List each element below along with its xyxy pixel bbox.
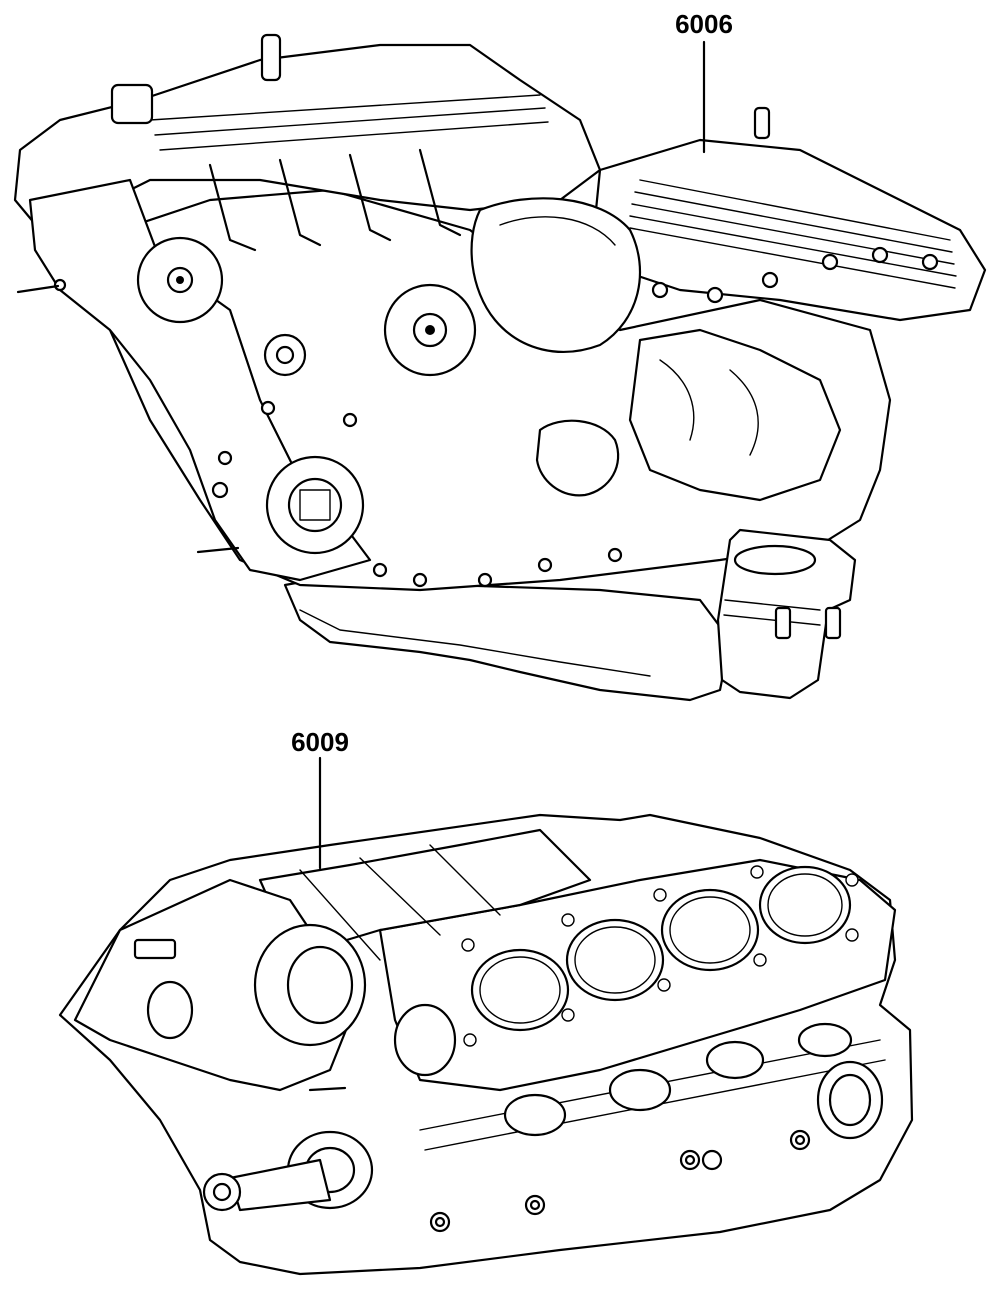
callout-6006-label: 6006 [675, 9, 733, 39]
cylinder-block-illustration [58, 756, 914, 1276]
callout-6009-label: 6009 [291, 727, 349, 757]
engine-assembly-illustration [13, 33, 987, 702]
